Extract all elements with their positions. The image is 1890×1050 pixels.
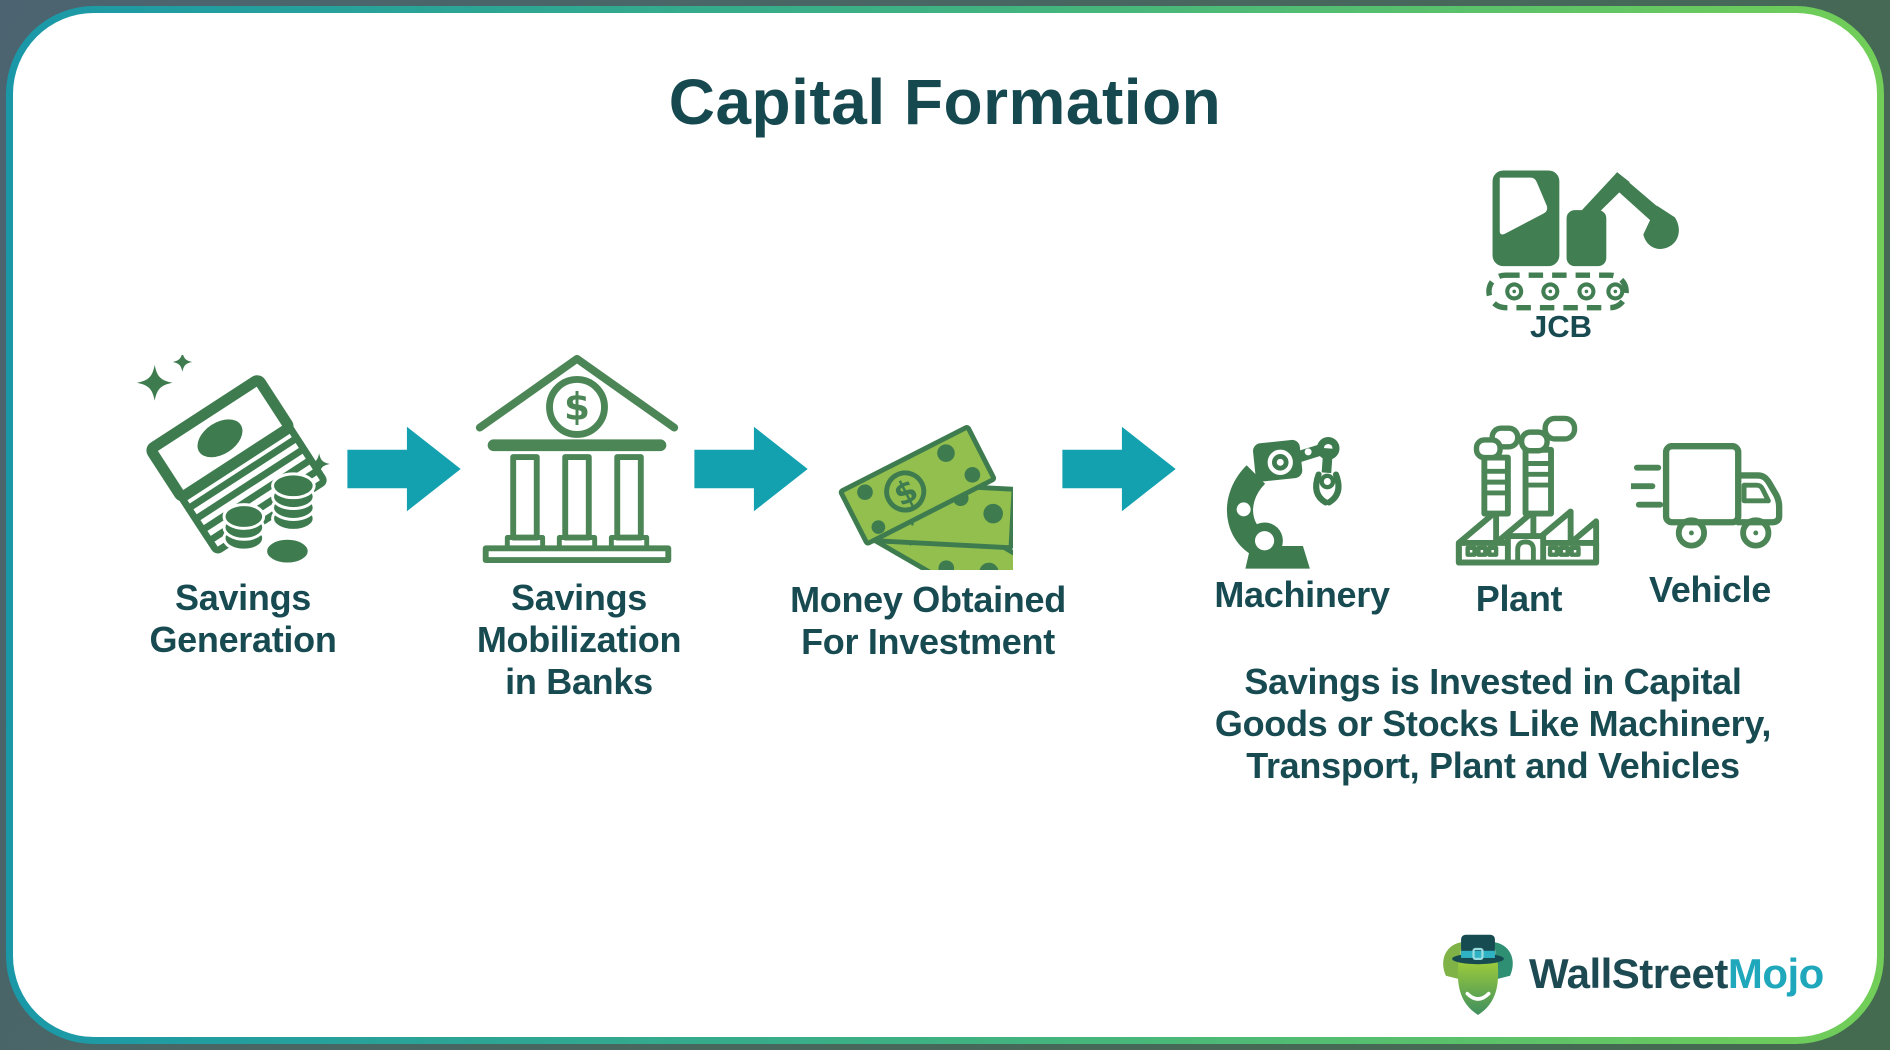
svg-text:$: $ <box>564 385 590 429</box>
money-fan-icon: $ $ $ <box>833 398 1013 570</box>
excavator-icon <box>1468 156 1713 314</box>
logo-text: WallStreetMojo <box>1529 950 1824 998</box>
caption-line: Savings is Invested in Capital <box>1244 661 1742 702</box>
caption-line: Goods or Stocks Like Machinery, <box>1214 703 1772 744</box>
step-label-line: Savings <box>175 577 311 618</box>
logo-part2: Mojo <box>1727 950 1824 997</box>
caption-line: Transport, Plant and Vehicles <box>1246 745 1740 786</box>
card: Capital Formation JCB <box>6 6 1884 1044</box>
destination-label-vehicle: Vehicle <box>1649 569 1771 610</box>
bank-icon: $ <box>473 351 681 565</box>
arrow-right-icon <box>693 421 811 517</box>
jcb-label: JCB <box>1529 309 1592 344</box>
money-stack-icon <box>123 355 331 570</box>
step-label-money-obtained: Money Obtained For Investment <box>763 579 1093 663</box>
destination-label-plant: Plant <box>1475 578 1563 619</box>
step-label-line: Mobilization <box>476 619 682 660</box>
robot-arm-icon <box>1221 409 1343 581</box>
logo-part1: WallStreet <box>1529 950 1728 997</box>
destination-label-machinery: Machinery <box>1214 574 1390 615</box>
step-label-line: Savings <box>511 577 647 618</box>
caption: Savings is Invested in Capital Goods or … <box>1163 661 1823 787</box>
step-label-line: For Investment <box>801 621 1055 662</box>
wallstreetmojo-logo: WallStreetMojo <box>1437 929 1824 1019</box>
step-label-savings-mobilization: Savings Mobilization in Banks <box>429 577 729 703</box>
step-label-line: in Banks <box>505 661 653 702</box>
page-title: Capital Formation <box>668 66 1222 138</box>
arrow-right-icon <box>346 421 464 517</box>
step-label-savings-generation: Savings Generation <box>93 577 393 661</box>
arrow-right-icon <box>1061 421 1179 517</box>
truck-icon <box>1631 425 1785 561</box>
bull-tophat-icon <box>1437 929 1519 1019</box>
step-label-line: Generation <box>149 619 337 660</box>
step-label-line: Money Obtained <box>790 579 1066 620</box>
factory-icon <box>1451 409 1603 569</box>
